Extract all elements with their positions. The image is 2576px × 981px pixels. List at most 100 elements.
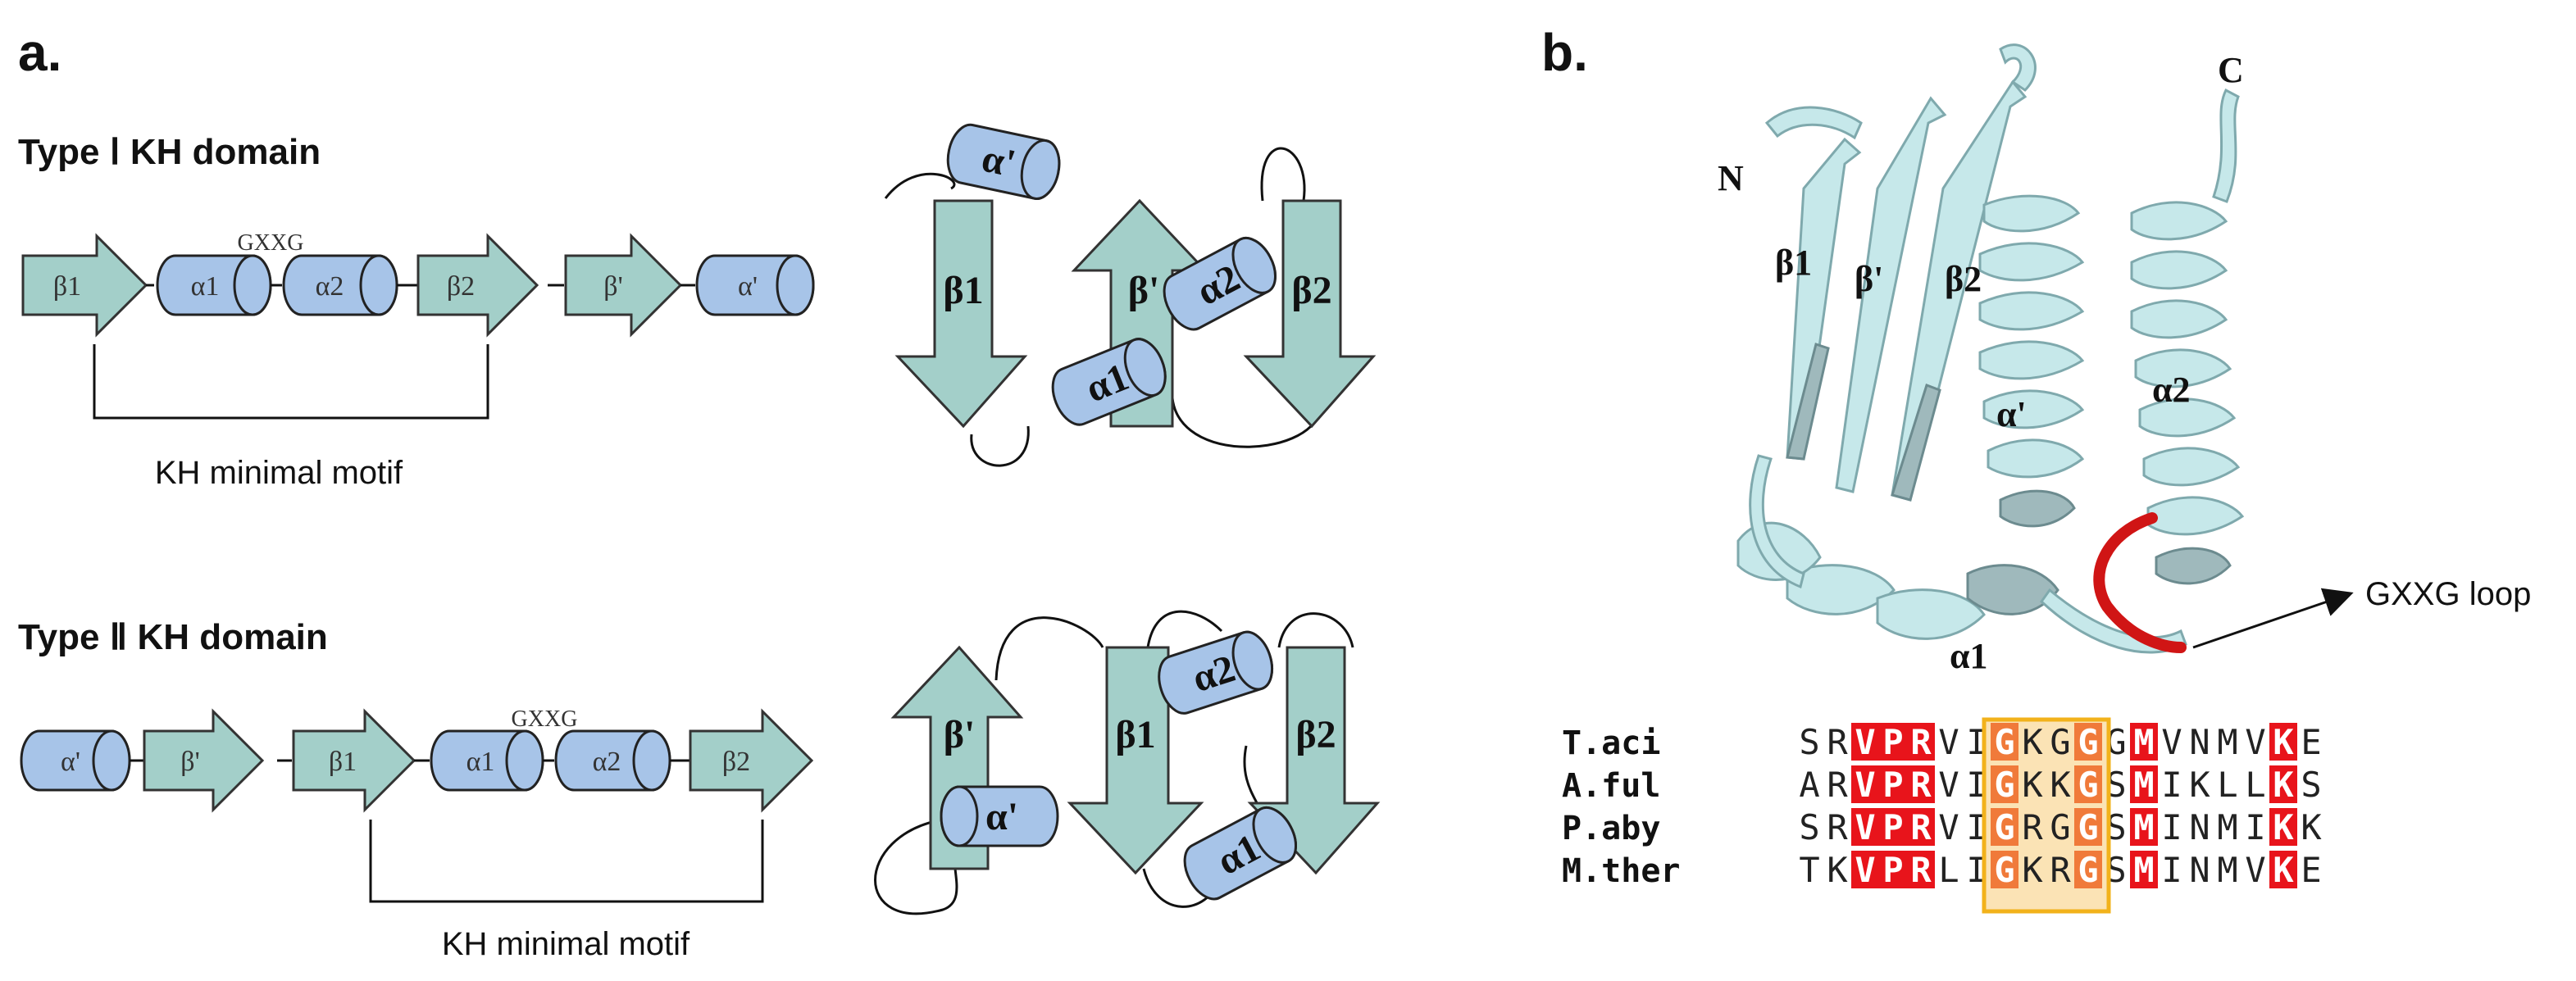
alignment-species-label: M.ther	[1562, 852, 1681, 890]
alignment-residue: N	[2189, 807, 2210, 847]
alignment-cell-bg	[1851, 723, 1879, 761]
alignment-residue: G	[1994, 807, 2014, 847]
alignment-residue: V	[1938, 807, 1959, 847]
label-a2: α2	[2152, 370, 2191, 410]
alignment-cell-bg	[1879, 723, 1907, 761]
alignment-residue: R	[2050, 850, 2071, 890]
type1-loop	[884, 172, 956, 199]
alignment-residue: E	[2301, 850, 2321, 890]
alignment-residue: R	[1827, 765, 1848, 805]
alignment-cell-bg	[1851, 765, 1879, 803]
label-n-terminus: N	[1718, 158, 1744, 198]
type1-ap-label: α'	[738, 271, 758, 302]
type1-a1-label: α1	[191, 271, 220, 302]
alignment-cell-bg	[2130, 851, 2158, 888]
alignment-cell-bg	[1991, 765, 2018, 803]
alignment-residue: M	[2133, 807, 2154, 847]
type2-a1-helix: α1	[1183, 806, 1297, 901]
alignment-cell-bg	[1907, 808, 1935, 846]
label-b1: β1	[1775, 243, 1812, 283]
alignment-residue: V	[1938, 765, 1959, 805]
alignment-highlight-box	[1982, 717, 2111, 914]
alignment-residue: K	[2273, 722, 2294, 762]
alignment-cell-bg	[2269, 851, 2297, 888]
type1-b2-strand	[1243, 199, 1377, 429]
alignment-residue: V	[1855, 850, 1875, 890]
alignment-cell-bg	[1907, 723, 1935, 761]
type1-bp-strand	[1071, 198, 1208, 428]
alignment-cell-bg	[1851, 851, 1879, 888]
type2-b2-arrow	[689, 708, 814, 813]
alignment-residue: G	[1994, 850, 2014, 890]
alignment-residue: V	[1938, 722, 1959, 762]
type1-a2-label: α2	[316, 271, 344, 302]
label-ap: α'	[1996, 394, 2027, 434]
alignment-cell-bg	[2269, 765, 2297, 803]
alignment-residue: R	[1910, 722, 1932, 762]
type2-loop	[874, 818, 958, 915]
type2-topo-bp: β'	[944, 713, 976, 756]
panel-a-label: a.	[18, 23, 61, 82]
type2-a2-label: α2	[593, 747, 621, 777]
alignment-residue: K	[2022, 850, 2043, 890]
alignment-cell-bg	[1851, 808, 1879, 846]
alignment-cell-bg	[2269, 723, 2297, 761]
type2-b2-label: β2	[722, 747, 750, 777]
alignment-residue: K	[2050, 765, 2071, 805]
alignment-residue: S	[2301, 765, 2321, 805]
type2-topo-b1: β1	[1115, 713, 1155, 756]
alignment-residue: S	[1799, 722, 1819, 762]
type1-b1-label: β1	[53, 271, 81, 302]
alignment-residue: G	[2078, 807, 2098, 847]
strand-bp	[1835, 96, 1947, 493]
type2-topology-diagram: β' β1 β2 α' α2 α1	[874, 610, 1381, 915]
alignment-residue: M	[2217, 850, 2237, 890]
alignment-residue: V	[1855, 807, 1875, 847]
type1-b2-label: β2	[447, 271, 475, 302]
alignment-cell-bg	[2074, 723, 2102, 761]
label-bp: β'	[1855, 259, 1883, 299]
type2-linear-diagram: α' β' β1 α1 α2 GXXG β2 KH minimal motif	[20, 706, 814, 962]
alignment-residue: K	[2273, 807, 2294, 847]
alignment-species-label: P.aby	[1562, 810, 1660, 847]
type1-b1-strand	[894, 199, 1028, 429]
type2-topo-ap: α'	[985, 795, 1018, 838]
protein-ribbon-structure: N C β1 β' β2 α' α2 α1	[1718, 43, 2245, 676]
alignment-residue: R	[1910, 807, 1932, 847]
type1-minimal-motif-label: KH minimal motif	[155, 455, 403, 491]
type2-motif-tag: GXXG	[512, 706, 578, 732]
type1-a1-helix: α1	[1051, 338, 1167, 426]
label-c-terminus: C	[2218, 50, 2244, 90]
type2-loop	[1146, 610, 1223, 648]
alignment-cell-bg	[1879, 851, 1907, 888]
type1-motif-bracket	[93, 344, 489, 420]
type2-b1-arrow	[292, 708, 416, 813]
type1-loop	[1171, 384, 1322, 448]
type2-bp-arrow	[143, 708, 265, 813]
alignment-residue: S	[1799, 807, 1819, 847]
type2-bp-label: β'	[180, 747, 199, 777]
alignment-residue: E	[2301, 722, 2321, 762]
alignment-residue: T	[1799, 850, 1819, 890]
type1-topo-b2: β2	[1291, 269, 1331, 312]
alignment-residue: G	[2078, 765, 2098, 805]
type1-topo-b1: β1	[943, 269, 983, 312]
alignment-residue: K	[2301, 807, 2322, 847]
type1-b2-arrow	[416, 233, 539, 338]
alignment-residue: K	[2273, 850, 2294, 890]
alignment-residue: K	[1827, 850, 1848, 890]
alignment-residue: G	[2078, 722, 2098, 762]
label-a1: α1	[1950, 636, 1988, 676]
type1-title: Type Ⅰ KH domain	[18, 132, 321, 172]
type1-topology-diagram: β1 β' β2 α' α2 α1	[884, 123, 1377, 467]
alignment-residue: I	[2161, 807, 2182, 847]
alignment-residue: M	[2133, 765, 2154, 805]
alignment-residue: I	[2245, 807, 2265, 847]
alignment-residue: L	[1938, 850, 1959, 890]
alignment-residue: G	[1994, 765, 2014, 805]
alignment-cell-bg	[1991, 808, 2018, 846]
alignment-cell-bg	[1907, 851, 1935, 888]
alignment-residue: V	[1855, 722, 1875, 762]
type1-loop	[970, 425, 1030, 467]
